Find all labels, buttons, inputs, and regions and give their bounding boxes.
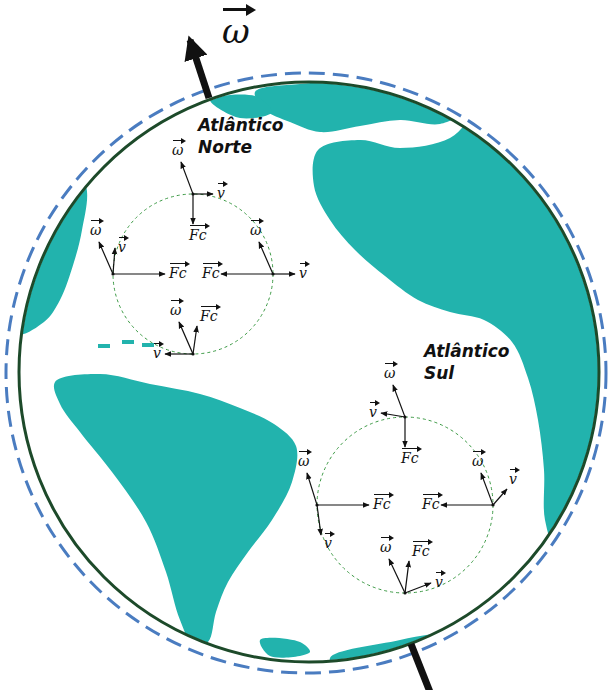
continent-shape <box>313 92 611 548</box>
island-shape <box>98 344 110 348</box>
vector-arrow <box>193 326 197 354</box>
vector-label: ω <box>384 361 395 381</box>
vector-arrow <box>381 413 405 417</box>
vector-label: Fc <box>169 261 187 281</box>
vector-label: v <box>509 467 517 487</box>
vector-arrow <box>405 561 409 593</box>
vector-label: Fc <box>189 223 207 243</box>
region-label: Atlântico Norte <box>198 114 298 158</box>
gyre-circle <box>317 417 493 593</box>
vector-label: v <box>217 181 225 201</box>
vector-arrow <box>221 273 273 274</box>
vector-arrow <box>404 417 405 447</box>
vector-arrow <box>113 248 115 274</box>
vector-arrow <box>317 505 321 535</box>
origin-dot <box>191 352 194 355</box>
vector-label: Fc <box>202 261 220 281</box>
vector-label: v <box>324 531 332 551</box>
rotation-axis <box>190 40 209 98</box>
dashed-outline <box>6 73 606 673</box>
vector-arrow <box>389 559 405 593</box>
vector-label: v <box>299 261 307 281</box>
origin-dot <box>403 591 406 594</box>
vector-label: v <box>153 341 161 361</box>
continent-shape <box>260 638 310 658</box>
region-label: Atlântico Sul <box>424 340 524 384</box>
vector-arrow <box>481 473 493 505</box>
vector-arrow <box>165 353 193 354</box>
vector-arrow <box>441 504 493 505</box>
vector-label: ω <box>170 298 181 318</box>
vector-label: v <box>435 570 443 590</box>
vector-label: ω <box>172 138 183 158</box>
vector-arrow <box>393 385 405 417</box>
vector-arrow <box>181 162 193 194</box>
island-shape <box>142 343 154 347</box>
vector-label: Fc <box>373 492 391 512</box>
earth-outline <box>19 82 599 662</box>
vector-label: ω <box>472 449 483 469</box>
gyre-circle <box>113 194 273 354</box>
rotation-axis <box>411 644 430 690</box>
origin-dot <box>491 503 494 506</box>
vector-label: ω <box>380 535 391 555</box>
vector-arrow <box>493 489 507 505</box>
continent-shape <box>54 374 297 647</box>
vector-arrow <box>179 322 193 354</box>
continent-shape <box>0 93 90 142</box>
continent-shape <box>255 82 462 132</box>
vector-arrow <box>259 242 273 274</box>
vector-arrow <box>317 504 369 505</box>
origin-dot <box>111 272 114 275</box>
origin-dot <box>315 503 318 506</box>
vector-label: ω <box>90 218 101 238</box>
continent-shape <box>210 94 272 118</box>
vector-arrow <box>307 473 317 505</box>
vector-label: Fc <box>401 446 419 466</box>
origin-dot <box>271 272 274 275</box>
vector-label: v <box>369 400 377 420</box>
continents <box>0 82 611 675</box>
vector-arrow <box>99 242 113 274</box>
vector-arrow <box>273 273 295 274</box>
vector-label: Fc <box>422 492 440 512</box>
vector-arrow <box>405 583 431 593</box>
island-shape <box>122 340 134 344</box>
vector-arrow <box>193 193 213 194</box>
vector-arrow <box>192 194 193 224</box>
vector-label: Fc <box>412 539 430 559</box>
vector-label: Fc <box>200 304 218 324</box>
vector-label: ω <box>298 449 309 469</box>
origin-dot <box>191 192 194 195</box>
axis-label: ω <box>222 4 250 50</box>
vector-arrow <box>113 273 165 274</box>
origin-dot <box>403 415 406 418</box>
vector-label: ω <box>250 218 261 238</box>
vector-label: v <box>118 235 126 255</box>
continent-shape <box>1 160 87 335</box>
